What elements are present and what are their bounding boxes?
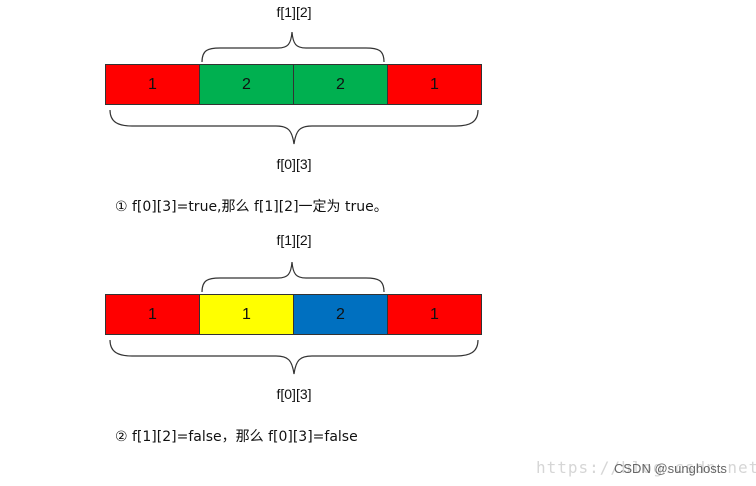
diagram1-cell-3: 1 [387,64,482,105]
diagram2-cell-3: 1 [387,294,482,335]
diagram2-top-brace [201,261,385,293]
diagram1-cell-2: 2 [293,64,388,105]
watermark-url: https://blog.csdn.net/ [536,458,756,477]
diagram2-bottom-brace [109,339,479,375]
diagram1-top-brace [201,31,385,63]
diagram1-cell-1: 2 [199,64,294,105]
diagram1-bottom-label: f[0][3] [276,156,312,172]
diagram2-cell-1: 1 [199,294,294,335]
diagram2-bottom-label: f[0][3] [276,386,312,402]
diagram2-note: ② f[1][2]=false，那么 f[0][3]=false [115,429,358,445]
diagram2-top-label: f[1][2] [276,232,312,248]
watermark-credit: CSDN @sunghosts [614,461,727,476]
diagram1-bottom-brace [109,109,479,145]
diagram1-cell-0: 1 [105,64,200,105]
diagram2-cell-0: 1 [105,294,200,335]
diagram1-top-label: f[1][2] [276,4,312,20]
diagram1-note: ① f[0][3]=true,那么 f[1][2]一定为 true。 [115,199,388,215]
diagram2-cell-2: 2 [293,294,388,335]
